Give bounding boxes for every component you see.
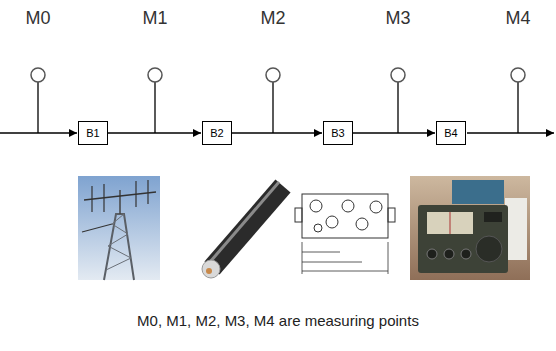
process-box: B3 [323, 121, 353, 145]
filter-connector [295, 208, 302, 222]
resonator [370, 201, 382, 213]
antenna-element [103, 184, 104, 212]
cable-highlight [210, 182, 279, 262]
cable-dielectric [202, 260, 220, 278]
measuring-point-label: M3 [385, 8, 410, 30]
block-label: B2 [210, 127, 223, 139]
antenna-element [147, 180, 148, 204]
radio-photo [410, 176, 530, 280]
resonator [326, 216, 338, 228]
process-box: B4 [436, 121, 466, 145]
measuring-point-label: M2 [260, 8, 285, 30]
radio-switch [484, 212, 502, 222]
process-box: B2 [202, 121, 232, 145]
probe-circle [511, 68, 525, 82]
block-label: B1 [86, 127, 99, 139]
resonator [314, 224, 322, 232]
figure-caption: M0, M1, M2, M3, M4 are measuring points [0, 312, 556, 330]
probe-line [397, 82, 398, 133]
antenna-element [91, 186, 92, 212]
filter-connector [388, 208, 395, 222]
schematic-drawing [292, 180, 398, 280]
resonator [342, 200, 354, 212]
radio-knob [444, 249, 454, 259]
radio-knob [427, 249, 437, 259]
dial-needle [450, 212, 451, 234]
resonator [356, 218, 368, 230]
antenna-element [135, 181, 136, 207]
antenna-element [82, 224, 112, 232]
filter-housing [302, 194, 388, 238]
cable-core [206, 268, 212, 274]
background-object [452, 180, 504, 204]
antenna-photo [78, 176, 160, 280]
dimension-line [302, 252, 340, 253]
dimension-tick [302, 242, 303, 274]
measuring-point-label: M4 [505, 8, 530, 30]
probe-circle [266, 68, 280, 82]
tower-lattice [106, 214, 131, 270]
probe-circle [148, 68, 162, 82]
probe-line [37, 82, 38, 133]
radio-knob [461, 249, 471, 259]
radio-dial [427, 212, 473, 234]
dimension-tick [388, 242, 389, 274]
probe-circle [391, 68, 405, 82]
signal-arrow [108, 132, 201, 134]
background-paper [505, 198, 527, 260]
block-label: B4 [444, 127, 457, 139]
signal-arrow [232, 132, 322, 134]
dimension-line [302, 271, 388, 272]
process-box: B1 [78, 121, 108, 145]
probe-circle [31, 68, 45, 82]
probe-line [272, 82, 273, 133]
probe-line [154, 82, 155, 133]
antenna-mast [119, 190, 121, 214]
tower-leg [104, 214, 134, 280]
cable-jacket [212, 186, 283, 268]
dimension-line [302, 262, 362, 263]
measuring-point-label: M1 [142, 8, 167, 30]
radio-body [418, 205, 508, 273]
output-arrow [467, 132, 554, 134]
probe-line [517, 82, 518, 133]
cable-photo [195, 176, 285, 280]
resonator [310, 200, 322, 212]
radio-speaker [476, 236, 502, 262]
signal-arrow [353, 132, 435, 134]
block-label: B3 [331, 127, 344, 139]
antenna-boom [84, 192, 156, 200]
measuring-point-label: M0 [25, 8, 50, 30]
